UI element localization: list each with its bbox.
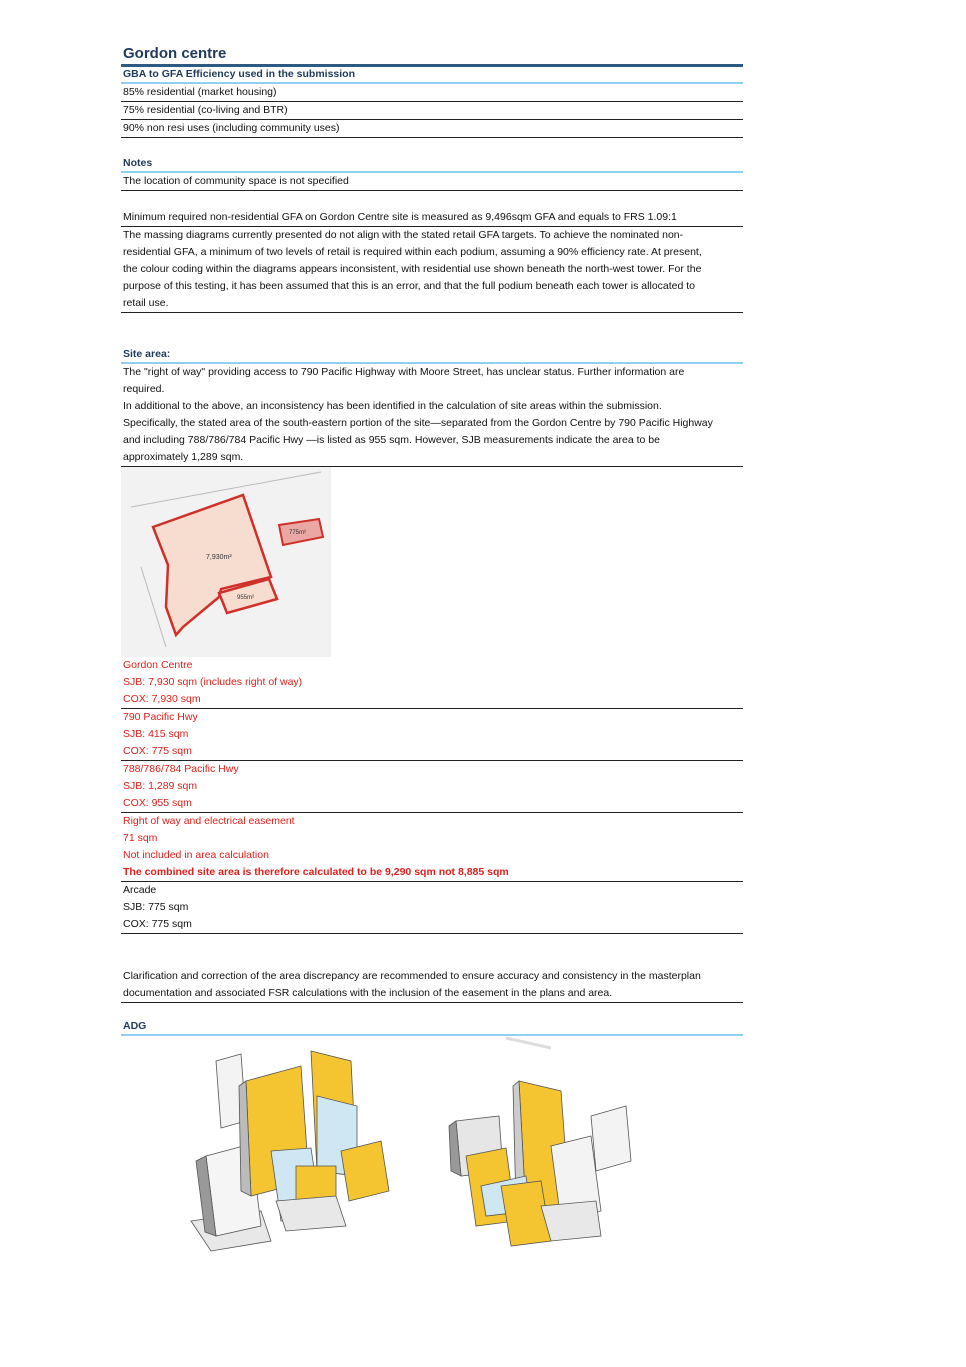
clarification-line: Clarification and correction of the area… [123,970,701,982]
notes-heading: Notes [123,157,153,169]
site-para-line: required. [123,383,165,395]
combined-site-area-statement: The combined site area is therefore calc… [121,864,743,882]
gfa-para-line: residential GFA, a minimum of two levels… [123,246,702,258]
group-line: COX: 955 sqm [121,795,743,813]
group-line: 71 sqm [123,832,158,844]
group-line: 788/786/784 Pacific Hwy [123,763,239,775]
group-line: COX: 775 sqm [121,743,743,761]
site-area-heading: Site area: [123,348,171,360]
adg-massing-svg [190,1036,632,1252]
gfa-line: Minimum required non-residential GFA on … [121,209,743,227]
site-para-line: and including 788/786/784 Pacific Hwy —i… [123,434,660,446]
group-line: Gordon Centre [123,659,193,671]
heading-rule [121,362,743,364]
group-line: SJB: 1,289 sqm [123,780,198,792]
gba-heading: GBA to GFA Efficiency used in the submis… [123,68,356,80]
site-plan-svg: 7,930m² 775m² 955m² [121,467,331,657]
site-para-line: The "right of way" providing access to 7… [123,366,685,378]
notes-text: The location of community space is not s… [121,173,743,191]
gba-row: 90% non resi uses (including community u… [121,120,743,138]
map-label-main: 7,930m² [206,554,232,561]
title-rule [121,64,743,67]
site-plan-image: 7,930m² 775m² 955m² [121,467,331,657]
site-para-line: In additional to the above, an inconsist… [123,400,662,412]
group-line: Right of way and electrical easement [123,815,295,827]
adg-diagrams [121,1036,743,1286]
group-line: 790 Pacific Hwy [123,711,198,723]
site-para-line: Specifically, the stated area of the sou… [123,417,713,429]
group-line: Not included in area calculation [123,849,269,861]
gba-row: 75% residential (co-living and BTR) [121,102,743,120]
gfa-para-line: retail use. [121,295,743,313]
gba-row: 85% residential (market housing) [121,84,743,102]
heading-rule [121,171,743,173]
heading-rule [121,82,743,84]
heading-rule [121,1034,743,1036]
gfa-para-line: the colour coding within the diagrams ap… [123,263,702,275]
adg-heading: ADG [123,1020,147,1032]
group-line: SJB: 7,930 sqm (includes right of way) [123,676,303,688]
clarification-line: documentation and associated FSR calcula… [121,985,743,1003]
group-line: SJB: 415 sqm [123,728,189,740]
group-line: Arcade [123,884,157,896]
map-label-ne: 775m² [289,530,306,536]
group-line: SJB: 775 sqm [123,901,189,913]
gfa-para-line: The massing diagrams currently presented… [123,229,684,241]
group-line: COX: 7,930 sqm [121,691,743,709]
map-label-se: 955m² [237,595,254,601]
page-title: Gordon centre [123,45,227,62]
group-line: COX: 775 sqm [121,916,743,934]
site-para-line: approximately 1,289 sqm. [121,449,743,467]
gfa-para-line: purpose of this testing, it has been ass… [123,280,696,292]
document-page: Gordon centre GBA to GFA Efficiency used… [121,44,743,1286]
